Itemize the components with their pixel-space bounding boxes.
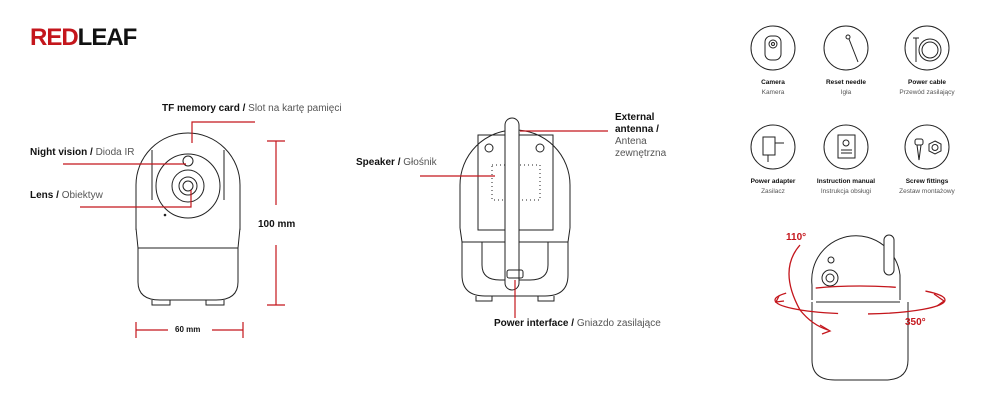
- rotation-camera-drawing: [811, 234, 909, 381]
- width-dimension: 60 mm: [175, 325, 201, 334]
- back-callout-lines: [420, 130, 608, 318]
- lens-label: Lens / Obiektyw: [30, 190, 103, 201]
- back-camera-drawing: [459, 117, 571, 302]
- front-callout-lines: [63, 121, 285, 338]
- package-icons: [750, 25, 950, 170]
- antenna-label: External antenna / Antena zewnętrzna: [615, 112, 667, 159]
- logo-black-part: LEAF: [77, 24, 138, 51]
- rotation-arrows: [774, 244, 946, 335]
- speaker-label: Speaker / Głośnik: [356, 157, 437, 168]
- tf-card-label: TF memory card / Slot na kartę pamięci: [162, 103, 342, 114]
- pan-angle-label: 350°: [905, 317, 926, 328]
- front-camera-drawing: [135, 132, 241, 306]
- logo-red-part: RED: [30, 24, 79, 51]
- power-interface-label: Power interface / Gniazdo zasilające: [494, 318, 661, 329]
- tilt-angle-label: 110°: [786, 232, 807, 243]
- redleaf-logo: REDLEAF: [30, 24, 138, 52]
- night-vision-label: Night vision / Dioda IR: [30, 147, 135, 158]
- height-dimension: 100 mm: [258, 219, 296, 230]
